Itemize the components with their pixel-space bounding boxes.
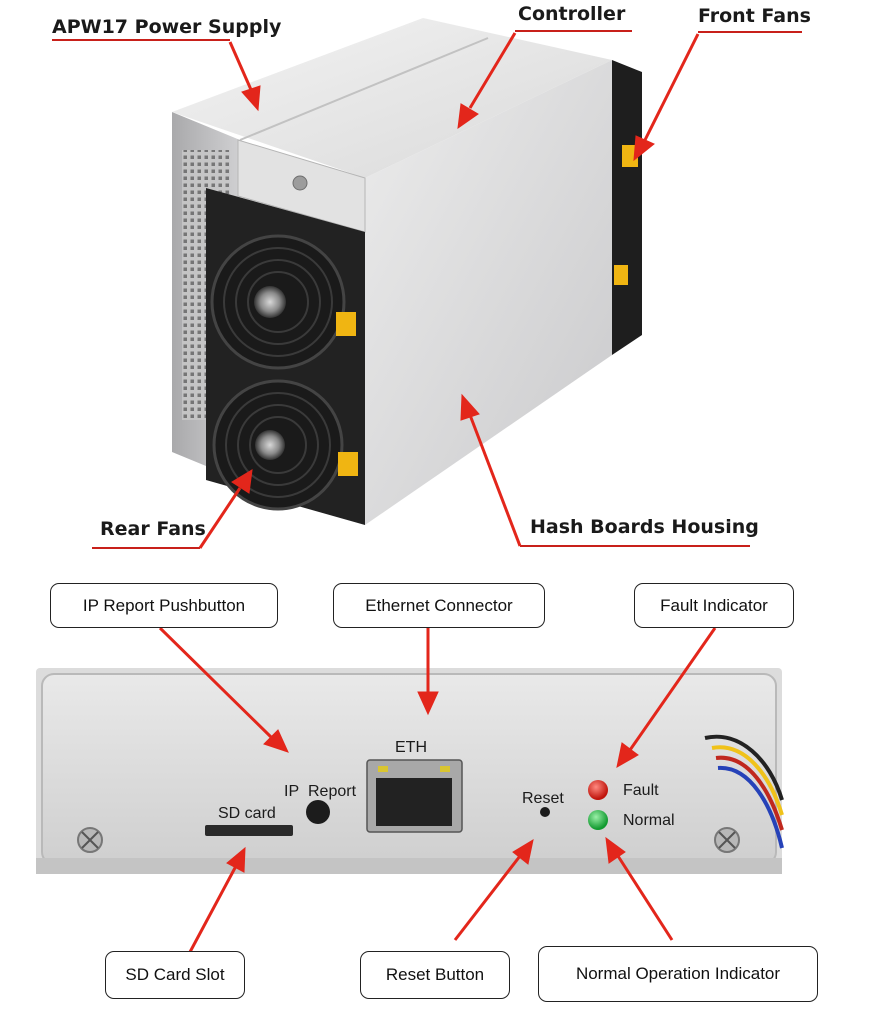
label-controller: Controller bbox=[518, 3, 626, 25]
top-arrows bbox=[198, 32, 700, 549]
rear-fan-lower bbox=[212, 379, 344, 511]
screw-right bbox=[714, 827, 740, 853]
label-apw17-power-supply: APW17 Power Supply bbox=[52, 16, 282, 38]
panel-label-report: Report bbox=[308, 783, 357, 800]
rear-fan-hazard-2 bbox=[338, 452, 358, 476]
rear-fan-upper bbox=[210, 234, 346, 370]
front-fan-hazard-2 bbox=[614, 265, 628, 285]
ip-report-button[interactable] bbox=[306, 800, 330, 824]
sd-card-slot[interactable] bbox=[205, 825, 293, 836]
miner-photo bbox=[172, 18, 642, 525]
panel-label-eth: ETH bbox=[395, 739, 427, 756]
fault-led bbox=[588, 780, 608, 800]
control-panel bbox=[36, 668, 784, 874]
ethernet-socket bbox=[376, 778, 452, 826]
label-ethernet-connector: Ethernet Connector bbox=[333, 583, 545, 628]
ethernet-led-right bbox=[440, 766, 450, 772]
ethernet-led-left bbox=[378, 766, 388, 772]
panel-label-fault: Fault bbox=[623, 782, 659, 799]
screw-left bbox=[77, 827, 103, 853]
panel-bottom-lip bbox=[36, 858, 782, 874]
rear-fan-hazard-1 bbox=[336, 312, 356, 336]
label-front-fans: Front Fans bbox=[698, 5, 811, 27]
miner-top-surface bbox=[172, 18, 612, 178]
panel-label-normal: Normal bbox=[623, 812, 675, 829]
panel-label-ip: IP bbox=[284, 783, 299, 800]
hash-boards-housing-face bbox=[365, 60, 612, 525]
front-fans-housing bbox=[612, 60, 642, 355]
front-fan-hazard-1 bbox=[622, 145, 638, 167]
psu-seam bbox=[239, 37, 489, 141]
label-sd-card-slot: SD Card Slot bbox=[105, 951, 245, 999]
label-normal-operation-indicator: Normal Operation Indicator bbox=[538, 946, 818, 1002]
normal-led bbox=[588, 810, 608, 830]
reset-button[interactable] bbox=[540, 807, 550, 817]
power-cables bbox=[704, 734, 784, 849]
panel-label-reset: Reset bbox=[522, 790, 564, 807]
label-reset-button: Reset Button bbox=[360, 951, 510, 999]
label-hash-boards-housing: Hash Boards Housing bbox=[530, 516, 759, 538]
controller-screw bbox=[292, 175, 308, 191]
panel-arrows bbox=[158, 626, 717, 953]
label-ip-report-pushbutton: IP Report Pushbutton bbox=[50, 583, 278, 628]
label-fault-indicator: Fault Indicator bbox=[634, 583, 794, 628]
panel-label-sd-card: SD card bbox=[218, 805, 276, 822]
label-rear-fans: Rear Fans bbox=[100, 518, 206, 540]
